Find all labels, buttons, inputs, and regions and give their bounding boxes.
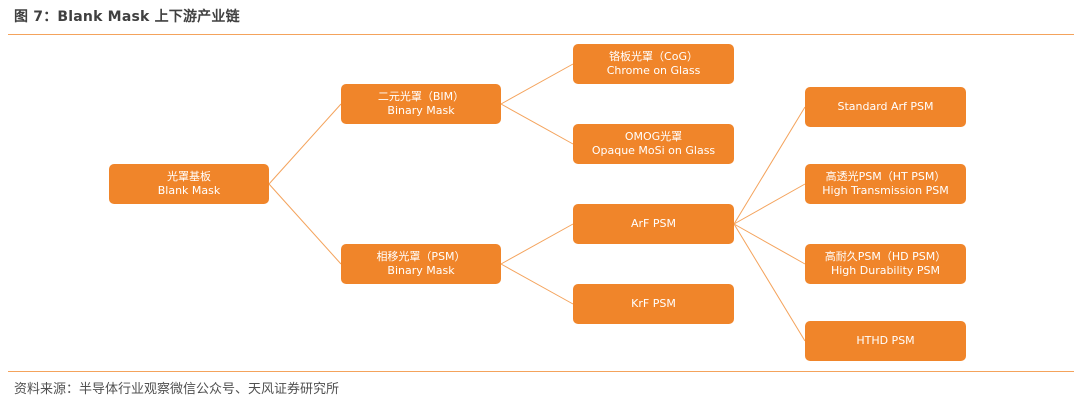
connector-arf_psm-to-ht_psm xyxy=(733,183,806,225)
node-label-cn: 高耐久PSM（HD PSM） xyxy=(824,250,947,263)
node-arf-psm: ArF PSM xyxy=(573,204,734,244)
node-label: Standard Arf PSM xyxy=(837,100,934,113)
connector-blank_mask-to-bim xyxy=(268,103,342,185)
bottom-divider xyxy=(8,371,1074,372)
node-label-cn: 铬板光罩（CoG） xyxy=(609,50,698,63)
node-label-cn: 高透光PSM（HT PSM） xyxy=(825,170,946,183)
connector-psm-to-arf_psm xyxy=(500,223,574,265)
source-note: 资料来源：半导体行业观察微信公众号、天风证券研究所 xyxy=(14,382,340,397)
node-label: HTHD PSM xyxy=(856,334,915,347)
connector-arf_psm-to-hd_psm xyxy=(733,223,806,265)
node-label-en: Binary Mask xyxy=(387,264,455,277)
node-omog: OMOG光罩 Opaque MoSi on Glass xyxy=(573,124,734,164)
node-label-en: Binary Mask xyxy=(387,104,455,117)
node-standard-arf-psm: Standard Arf PSM xyxy=(805,87,966,127)
connector-arf_psm-to-hthd_psm xyxy=(733,223,806,342)
node-label-en: Opaque MoSi on Glass xyxy=(591,144,716,157)
connector-blank_mask-to-psm xyxy=(268,183,342,265)
node-bim: 二元光罩（BIM） Binary Mask xyxy=(341,84,501,124)
node-label: ArF PSM xyxy=(631,217,676,230)
node-hthd-psm: HTHD PSM xyxy=(805,321,966,361)
node-blank-mask: 光罩基板 Blank Mask xyxy=(109,164,269,204)
connector-bim-to-omog xyxy=(500,103,574,145)
node-ht-psm: 高透光PSM（HT PSM） High Transmission PSM xyxy=(805,164,966,204)
node-cog: 铬板光罩（CoG） Chrome on Glass xyxy=(573,44,734,84)
node-label-en: Blank Mask xyxy=(157,184,221,197)
node-krf-psm: KrF PSM xyxy=(573,284,734,324)
node-label-en: Chrome on Glass xyxy=(606,64,701,77)
node-label-cn: 光罩基板 xyxy=(167,170,211,183)
node-label-cn: OMOG光罩 xyxy=(624,130,683,143)
node-label-cn: 二元光罩（BIM） xyxy=(377,90,465,103)
node-hd-psm: 高耐久PSM（HD PSM） High Durability PSM xyxy=(805,244,966,284)
connector-psm-to-krf_psm xyxy=(500,263,574,305)
figure-title: 图 7：Blank Mask 上下游产业链 xyxy=(14,9,240,25)
top-divider xyxy=(8,34,1074,35)
node-label-cn: 相移光罩（PSM） xyxy=(376,250,466,263)
node-psm: 相移光罩（PSM） Binary Mask xyxy=(341,244,501,284)
connector-arf_psm-to-standard_arf_psm xyxy=(733,106,806,225)
node-label-en: High Transmission PSM xyxy=(822,184,949,197)
node-label-en: High Durability PSM xyxy=(830,264,941,277)
node-label: KrF PSM xyxy=(631,297,676,310)
connector-bim-to-cog xyxy=(500,63,574,105)
